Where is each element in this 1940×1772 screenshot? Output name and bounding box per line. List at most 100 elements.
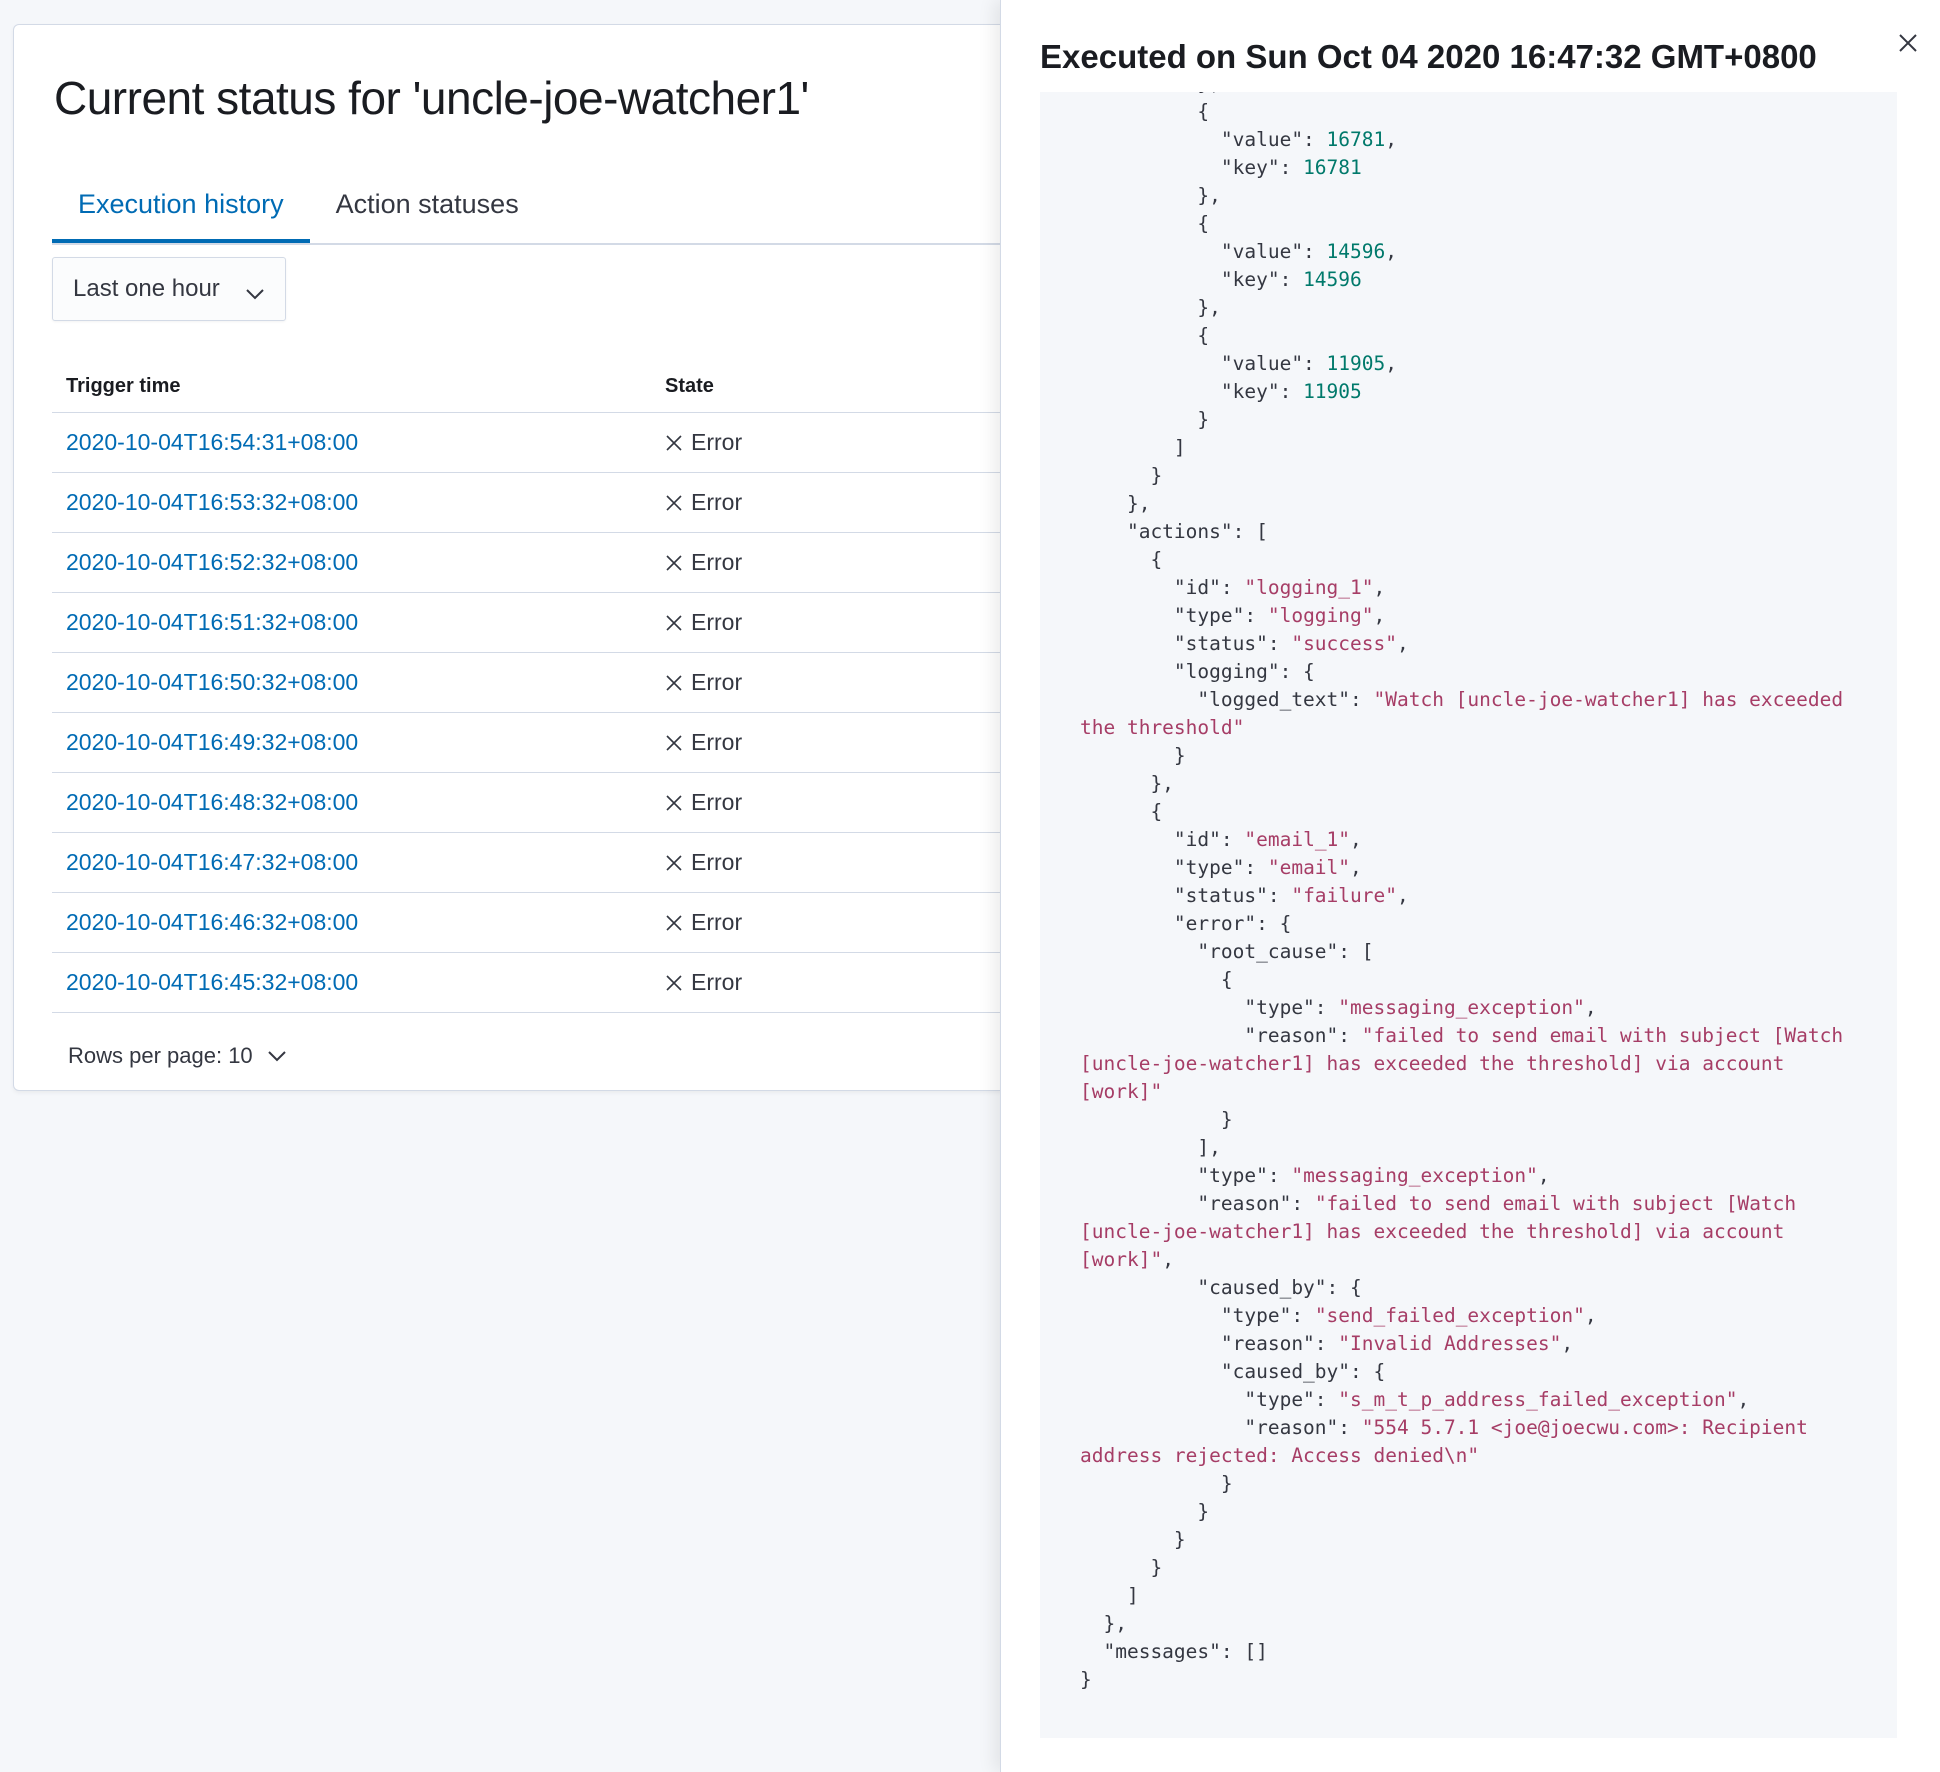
code-text: "value": <box>1080 240 1327 263</box>
cross-icon <box>666 974 682 991</box>
trigger-time-link[interactable]: 2020-10-04T16:54:31+08:00 <box>66 429 359 455</box>
execution-details-flyout: Executed on Sun Oct 04 2020 16:47:32 GMT… <box>1000 0 1940 1772</box>
code-text: ] <box>1080 1584 1139 1607</box>
code-text: , <box>1385 128 1397 151</box>
code-text: "key": <box>1080 268 1304 291</box>
code-text: "caused_by": { <box>1080 1276 1362 1299</box>
trigger-time-link[interactable]: 2020-10-04T16:51:32+08:00 <box>66 609 359 635</box>
code-text: , <box>1584 1304 1597 1327</box>
trigger-time-link[interactable]: 2020-10-04T16:52:32+08:00 <box>66 549 359 575</box>
code-line: address rejected: Access denied\n" <box>1080 1444 1479 1467</box>
json-code: }, { "value": 16781, "key": 16781 }, { "… <box>1040 92 1897 1694</box>
time-range-select[interactable]: Last one hour <box>52 257 286 321</box>
code-text: , <box>1397 632 1409 655</box>
code-line: "reason": "failed to send email with sub… <box>1080 1024 1843 1047</box>
code-text: , <box>1561 1332 1574 1355</box>
code-line: "type": "s_m_t_p_address_failed_exceptio… <box>1080 1388 1749 1411</box>
code-line: "type": "logging", <box>1080 604 1385 627</box>
code-text: } <box>1080 408 1210 431</box>
code-line: } <box>1080 1108 1233 1131</box>
code-string: "email" <box>1267 856 1351 879</box>
code-line: "messages": [] <box>1080 1640 1268 1663</box>
cross-icon <box>666 734 682 751</box>
column-header-trigger-time[interactable]: Trigger time <box>66 375 181 397</box>
code-number: 14596 <box>1326 240 1386 263</box>
chevron-down-icon <box>267 1051 286 1062</box>
code-line: "caused_by": { <box>1080 1360 1385 1383</box>
code-string: address rejected: Access denied\n" <box>1080 1444 1480 1467</box>
chevron-down-icon <box>245 280 265 308</box>
cross-icon <box>666 854 682 871</box>
code-line: "caused_by": { <box>1080 1276 1362 1299</box>
trigger-time-cell: 2020-10-04T16:45:32+08:00 <box>52 969 665 996</box>
code-text: "id": <box>1080 828 1245 851</box>
trigger-time-cell: 2020-10-04T16:54:31+08:00 <box>52 429 665 456</box>
code-string: "logging" <box>1267 604 1374 627</box>
trigger-time-cell: 2020-10-04T16:49:32+08:00 <box>52 729 665 756</box>
code-text: "logging": { <box>1080 660 1315 683</box>
tab-bar: Execution history Action statuses <box>52 155 1022 245</box>
tab-action-statuses[interactable]: Action statuses <box>335 189 519 219</box>
code-text: }, <box>1080 492 1151 515</box>
code-line: "logged_text": "Watch [uncle-joe-watcher… <box>1080 688 1843 711</box>
rows-per-page-button[interactable]: Rows per page: 10 <box>68 1043 287 1069</box>
code-text: "type": <box>1080 604 1268 627</box>
trigger-time-cell: 2020-10-04T16:47:32+08:00 <box>52 849 665 876</box>
cross-icon <box>666 674 682 691</box>
code-line: "error": { <box>1080 912 1291 935</box>
code-line: } <box>1080 408 1209 431</box>
code-string: "failed to send email with subject [Watc… <box>1314 1192 1797 1215</box>
trigger-time-link[interactable]: 2020-10-04T16:47:32+08:00 <box>66 849 359 875</box>
code-text: "caused_by": { <box>1080 1360 1386 1383</box>
code-text: ], <box>1080 1136 1221 1159</box>
tab-execution-history[interactable]: Execution history <box>52 155 310 243</box>
cross-icon <box>666 554 682 571</box>
code-line: } <box>1080 464 1162 487</box>
code-text: } <box>1080 464 1163 487</box>
code-text: "messages": [] <box>1080 1640 1268 1663</box>
state-label: Error <box>691 729 743 755</box>
trigger-time-link[interactable]: 2020-10-04T16:45:32+08:00 <box>66 969 359 995</box>
code-text: } <box>1080 1108 1233 1131</box>
code-line: "logging": { <box>1080 660 1315 683</box>
code-text: }, <box>1080 92 1221 95</box>
code-line: { <box>1080 100 1209 123</box>
state-label: Error <box>691 429 743 455</box>
code-string: [work]" <box>1080 1248 1163 1271</box>
code-number: 11905 <box>1326 352 1386 375</box>
code-string: "failed to send email with subject [Watc… <box>1361 1024 1844 1047</box>
code-text: , <box>1397 884 1409 907</box>
code-line: "value": 14596, <box>1080 240 1397 263</box>
trigger-time-link[interactable]: 2020-10-04T16:48:32+08:00 <box>66 789 359 815</box>
code-number: 16781 <box>1303 156 1362 179</box>
column-header-state[interactable]: State <box>665 375 714 397</box>
code-text: } <box>1080 1528 1186 1551</box>
code-text: , <box>1584 996 1597 1019</box>
code-line: "value": 11905, <box>1080 352 1397 375</box>
code-line: [work]" <box>1080 1080 1162 1103</box>
code-text: "logged_text": <box>1080 688 1374 711</box>
cross-icon <box>666 434 682 451</box>
code-line: { <box>1080 800 1162 823</box>
code-line: "reason": "Invalid Addresses", <box>1080 1332 1573 1355</box>
cross-icon <box>666 494 682 511</box>
table-header: Trigger time State <box>52 361 1022 413</box>
close-icon[interactable] <box>1897 32 1919 59</box>
trigger-time-cell: 2020-10-04T16:51:32+08:00 <box>52 609 665 636</box>
code-text: "type": <box>1080 1388 1339 1411</box>
state-cell: Error <box>665 849 1022 876</box>
state-label: Error <box>691 669 743 695</box>
trigger-time-link[interactable]: 2020-10-04T16:50:32+08:00 <box>66 669 359 695</box>
code-text: } <box>1080 1472 1233 1495</box>
code-text: "key": <box>1080 156 1304 179</box>
state-label: Error <box>691 969 743 995</box>
code-number: 11905 <box>1303 380 1362 403</box>
code-text: "status": <box>1080 884 1292 907</box>
trigger-time-link[interactable]: 2020-10-04T16:49:32+08:00 <box>66 729 359 755</box>
trigger-time-link[interactable]: 2020-10-04T16:46:32+08:00 <box>66 909 359 935</box>
code-text: , <box>1385 240 1397 263</box>
trigger-time-link[interactable]: 2020-10-04T16:53:32+08:00 <box>66 489 359 515</box>
code-string: [uncle-joe-watcher1] has exceeded the th… <box>1080 1052 1785 1075</box>
